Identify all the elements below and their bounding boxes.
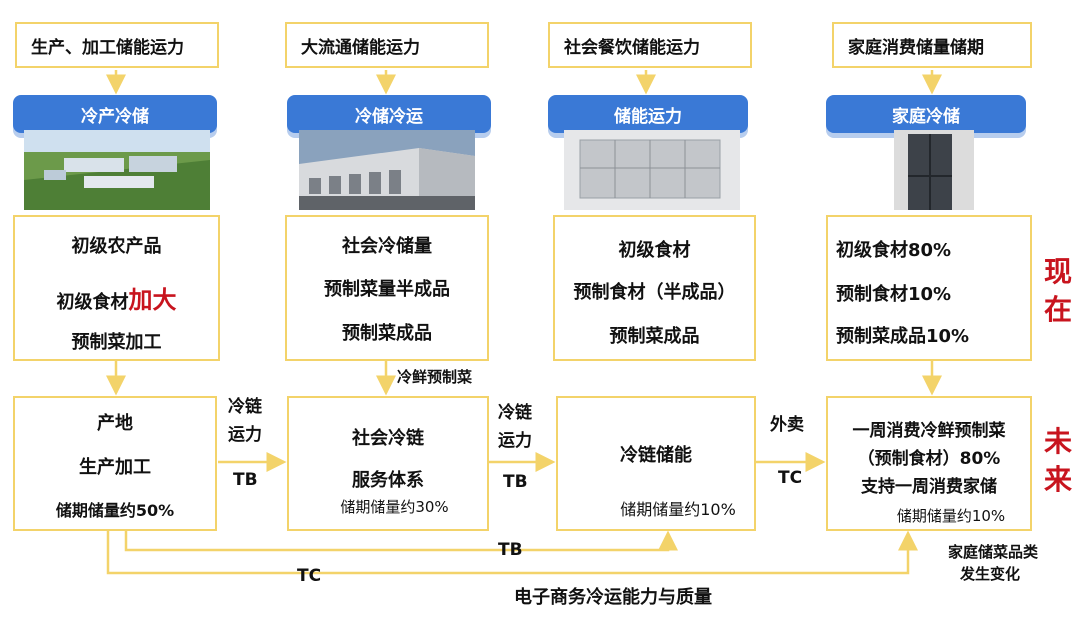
present-line-col1-1: 初级农产品 [71, 236, 162, 257]
future-line-col4-1: 一周消费冷鲜预制菜 [852, 421, 1006, 441]
top-label-col1: 生产、加工储能运力 [15, 22, 219, 68]
present-box-col4 [826, 215, 1032, 361]
future-line-col1-1: 产地 [97, 413, 133, 434]
bottom-title: 电子商务冷运能力与质量 [514, 587, 712, 608]
cold-chain-label-2a: 冷链 [498, 403, 532, 423]
bottom-tb-label: TB [498, 540, 523, 560]
present-line-col4-2: 预制食材10% [836, 284, 952, 305]
emphasis-increase: 加大 [128, 286, 177, 314]
future-box-col1 [13, 396, 217, 531]
household-refrigerator-image [894, 130, 974, 210]
takeaway-label: 外卖 [770, 415, 804, 435]
future-side-label-1: 未 [1044, 425, 1073, 458]
bottom-tc-label: TC [297, 566, 322, 586]
cold-chain-label-1a: 冷链 [228, 397, 262, 417]
bottom-right-note-1: 家庭储菜品类 [948, 543, 1039, 561]
present-line-col2-1: 社会冷储量 [342, 236, 432, 257]
future-line-col4-2: （预制食材）80% [857, 449, 1001, 469]
banner-col3: 储能运力 [548, 95, 748, 133]
tb-label-2: TB [503, 472, 528, 492]
present-line-col3-1: 初级食材 [618, 240, 691, 261]
future-box-col2 [287, 396, 489, 531]
cold-storage-warehouse-image [299, 130, 475, 210]
present-line-col3-3: 预制菜成品 [609, 326, 700, 347]
future-line-col2-1: 社会冷链 [352, 428, 424, 449]
future-line-col2-2: 服务体系 [352, 470, 424, 491]
banner-col4: 家庭冷储 [826, 95, 1026, 133]
commercial-freezer-image [564, 130, 740, 210]
present-line-col1-2: 初级食材加大 [56, 286, 177, 314]
future-line-col1-2: 生产加工 [79, 457, 151, 478]
future-line-col3-1: 冷链储能 [620, 445, 692, 466]
tc-label-1: TC [778, 468, 803, 488]
present-side-label-1: 现 [1044, 255, 1073, 288]
top-label-col3: 社会餐饮储能运力 [548, 22, 752, 68]
industrial-park-image [24, 130, 210, 210]
banner-col1: 冷产冷储 [13, 95, 217, 133]
future-line-col3-2: 储期储量约10% [620, 500, 736, 519]
future-side-label-2: 来 [1044, 463, 1073, 496]
present-line-col4-3: 预制菜成品10% [836, 326, 970, 347]
present-side-label-2: 在 [1044, 293, 1073, 326]
present-box-col3 [553, 215, 756, 361]
banner-col2: 冷储冷运 [287, 95, 491, 133]
present-line-col4-1: 初级食材80% [836, 240, 952, 261]
future-line-col4-3: 支持一周消费家储 [861, 477, 997, 497]
bottom-tb-path [124, 530, 678, 552]
present-box-col1 [13, 215, 220, 361]
future-box-col4 [826, 396, 1032, 531]
present-line-col2-2: 预制菜量半成品 [324, 279, 450, 300]
present-line-col3-2: 预制食材（半成品） [573, 282, 736, 303]
cold-chain-label-1b: 运力 [228, 425, 262, 445]
fresh-prepared-label: 冷鲜预制菜 [397, 368, 473, 386]
future-box-col3 [556, 396, 756, 531]
bottom-right-note-2: 发生变化 [960, 565, 1021, 583]
present-box-col2 [285, 215, 489, 361]
present-line-col1-3: 预制菜加工 [71, 332, 162, 353]
future-line-col4-4: 储期储量约10% [896, 507, 1006, 525]
present-line-col2-3: 预制菜成品 [342, 323, 432, 344]
top-label-col2: 大流通储能运力 [285, 22, 489, 68]
top-label-col4: 家庭消费储量储期 [832, 22, 1032, 68]
cold-chain-label-2b: 运力 [498, 431, 532, 451]
tb-label-1: TB [233, 470, 258, 490]
future-line-col2-3: 储期储量约30% [340, 498, 449, 516]
future-line-col1-3: 储期储量约50% [55, 501, 175, 520]
